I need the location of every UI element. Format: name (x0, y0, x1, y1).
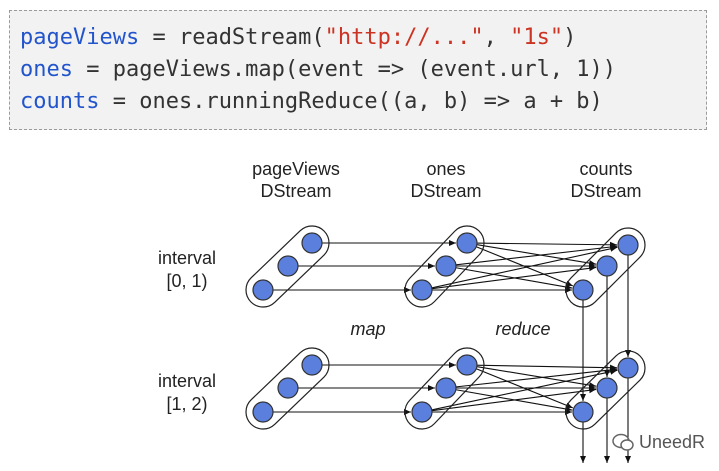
code-text: = readStream( (139, 25, 325, 50)
partition-node-counts-1-2 (617, 357, 639, 379)
column-subtitle-counts: DStream (570, 181, 641, 201)
reduce-edge-1-2-2 (474, 364, 618, 371)
partition-node-ones-1-2 (456, 354, 478, 376)
code-var-pageviews: pageViews (20, 25, 140, 50)
partition-node-pageviews-1-1 (277, 377, 299, 399)
partition-node-pageviews-1-0 (252, 401, 274, 423)
partition-node-counts-0-0 (572, 279, 594, 301)
diagram-nodes (252, 232, 639, 423)
reduce-edge-1-1-2 (453, 366, 618, 388)
partition-node-pageviews-0-0 (252, 279, 274, 301)
watermark: UneedR (612, 432, 705, 453)
partition-node-ones-1-1 (435, 377, 457, 399)
reduce-edge-0-2-2 (474, 241, 618, 248)
chat-bubble-icon (612, 433, 634, 451)
partition-node-pageviews-1-2 (301, 354, 323, 376)
partition-node-pageviews-0-1 (277, 255, 299, 277)
rdd-capsule-pageviews-1 (245, 347, 330, 430)
code-string-url: "http://..." (324, 25, 484, 50)
reduce-edge-0-2-1 (474, 243, 597, 267)
code-text: , (483, 25, 511, 50)
diagram-capsules (245, 225, 646, 430)
dstream-diagram: pageViews DStream ones DStream counts DS… (158, 159, 646, 463)
interval-range-1: [0, 1) (166, 271, 207, 291)
column-subtitle-pageviews: DStream (260, 181, 331, 201)
partition-node-counts-1-0 (572, 401, 594, 423)
map-label: map (350, 319, 385, 339)
code-box: pageViews = readStream("http://...", "1s… (9, 10, 707, 130)
diagram-edges (271, 240, 631, 463)
partition-node-ones-0-2 (456, 232, 478, 254)
partition-node-counts-1-1 (596, 377, 618, 399)
partition-node-counts-0-1 (596, 255, 618, 277)
code-text: = ones.runningReduce((a, b) => a + b) (99, 89, 603, 114)
reduce-edge-1-2-0 (474, 367, 574, 409)
code-string-interval: "1s" (510, 25, 564, 50)
reduce-edge-0-1-2 (453, 244, 618, 266)
interval-label-1: interval (158, 248, 216, 268)
rdd-capsule-counts-1 (565, 350, 646, 430)
column-subtitle-ones: DStream (410, 181, 481, 201)
partition-node-counts-0-2 (617, 234, 639, 256)
partition-node-ones-0-1 (435, 255, 457, 277)
reduce-edge-0-2-0 (474, 245, 574, 287)
code-line-ones: ones = pageViews.map(event => (event.url… (20, 57, 616, 83)
reduce-edge-0-1-0 (453, 266, 573, 290)
partition-node-ones-1-0 (411, 401, 433, 423)
reduce-edge-1-0-2 (429, 368, 618, 411)
column-title-counts: counts (579, 159, 632, 179)
rdd-capsule-counts-0 (565, 227, 646, 308)
code-text: ) (563, 25, 577, 50)
reduce-edge-1-2-1 (474, 365, 597, 389)
code-var-ones: ones (20, 57, 73, 82)
rdd-capsule-ones-1 (404, 347, 485, 430)
partition-node-ones-0-0 (411, 279, 433, 301)
code-line-pageviews: pageViews = readStream("http://...", "1s… (20, 25, 576, 51)
watermark-text: UneedR (639, 432, 706, 452)
code-text: = pageViews.map(event => (event.url, 1)) (72, 57, 617, 82)
interval-range-2: [1, 2) (166, 394, 207, 414)
reduce-label: reduce (495, 319, 550, 339)
interval-label-2: interval (158, 371, 216, 391)
rdd-capsule-pageviews-0 (245, 225, 330, 308)
rdd-capsule-ones-0 (404, 225, 485, 308)
reduce-edge-0-0-2 (429, 245, 618, 289)
code-var-counts: counts (20, 89, 100, 114)
column-title-ones: ones (426, 159, 465, 179)
column-title-pageviews: pageViews (252, 159, 340, 179)
partition-node-pageviews-0-2 (301, 232, 323, 254)
reduce-edge-1-1-0 (453, 388, 573, 412)
code-line-counts: counts = ones.runningReduce((a, b) => a … (20, 89, 603, 115)
